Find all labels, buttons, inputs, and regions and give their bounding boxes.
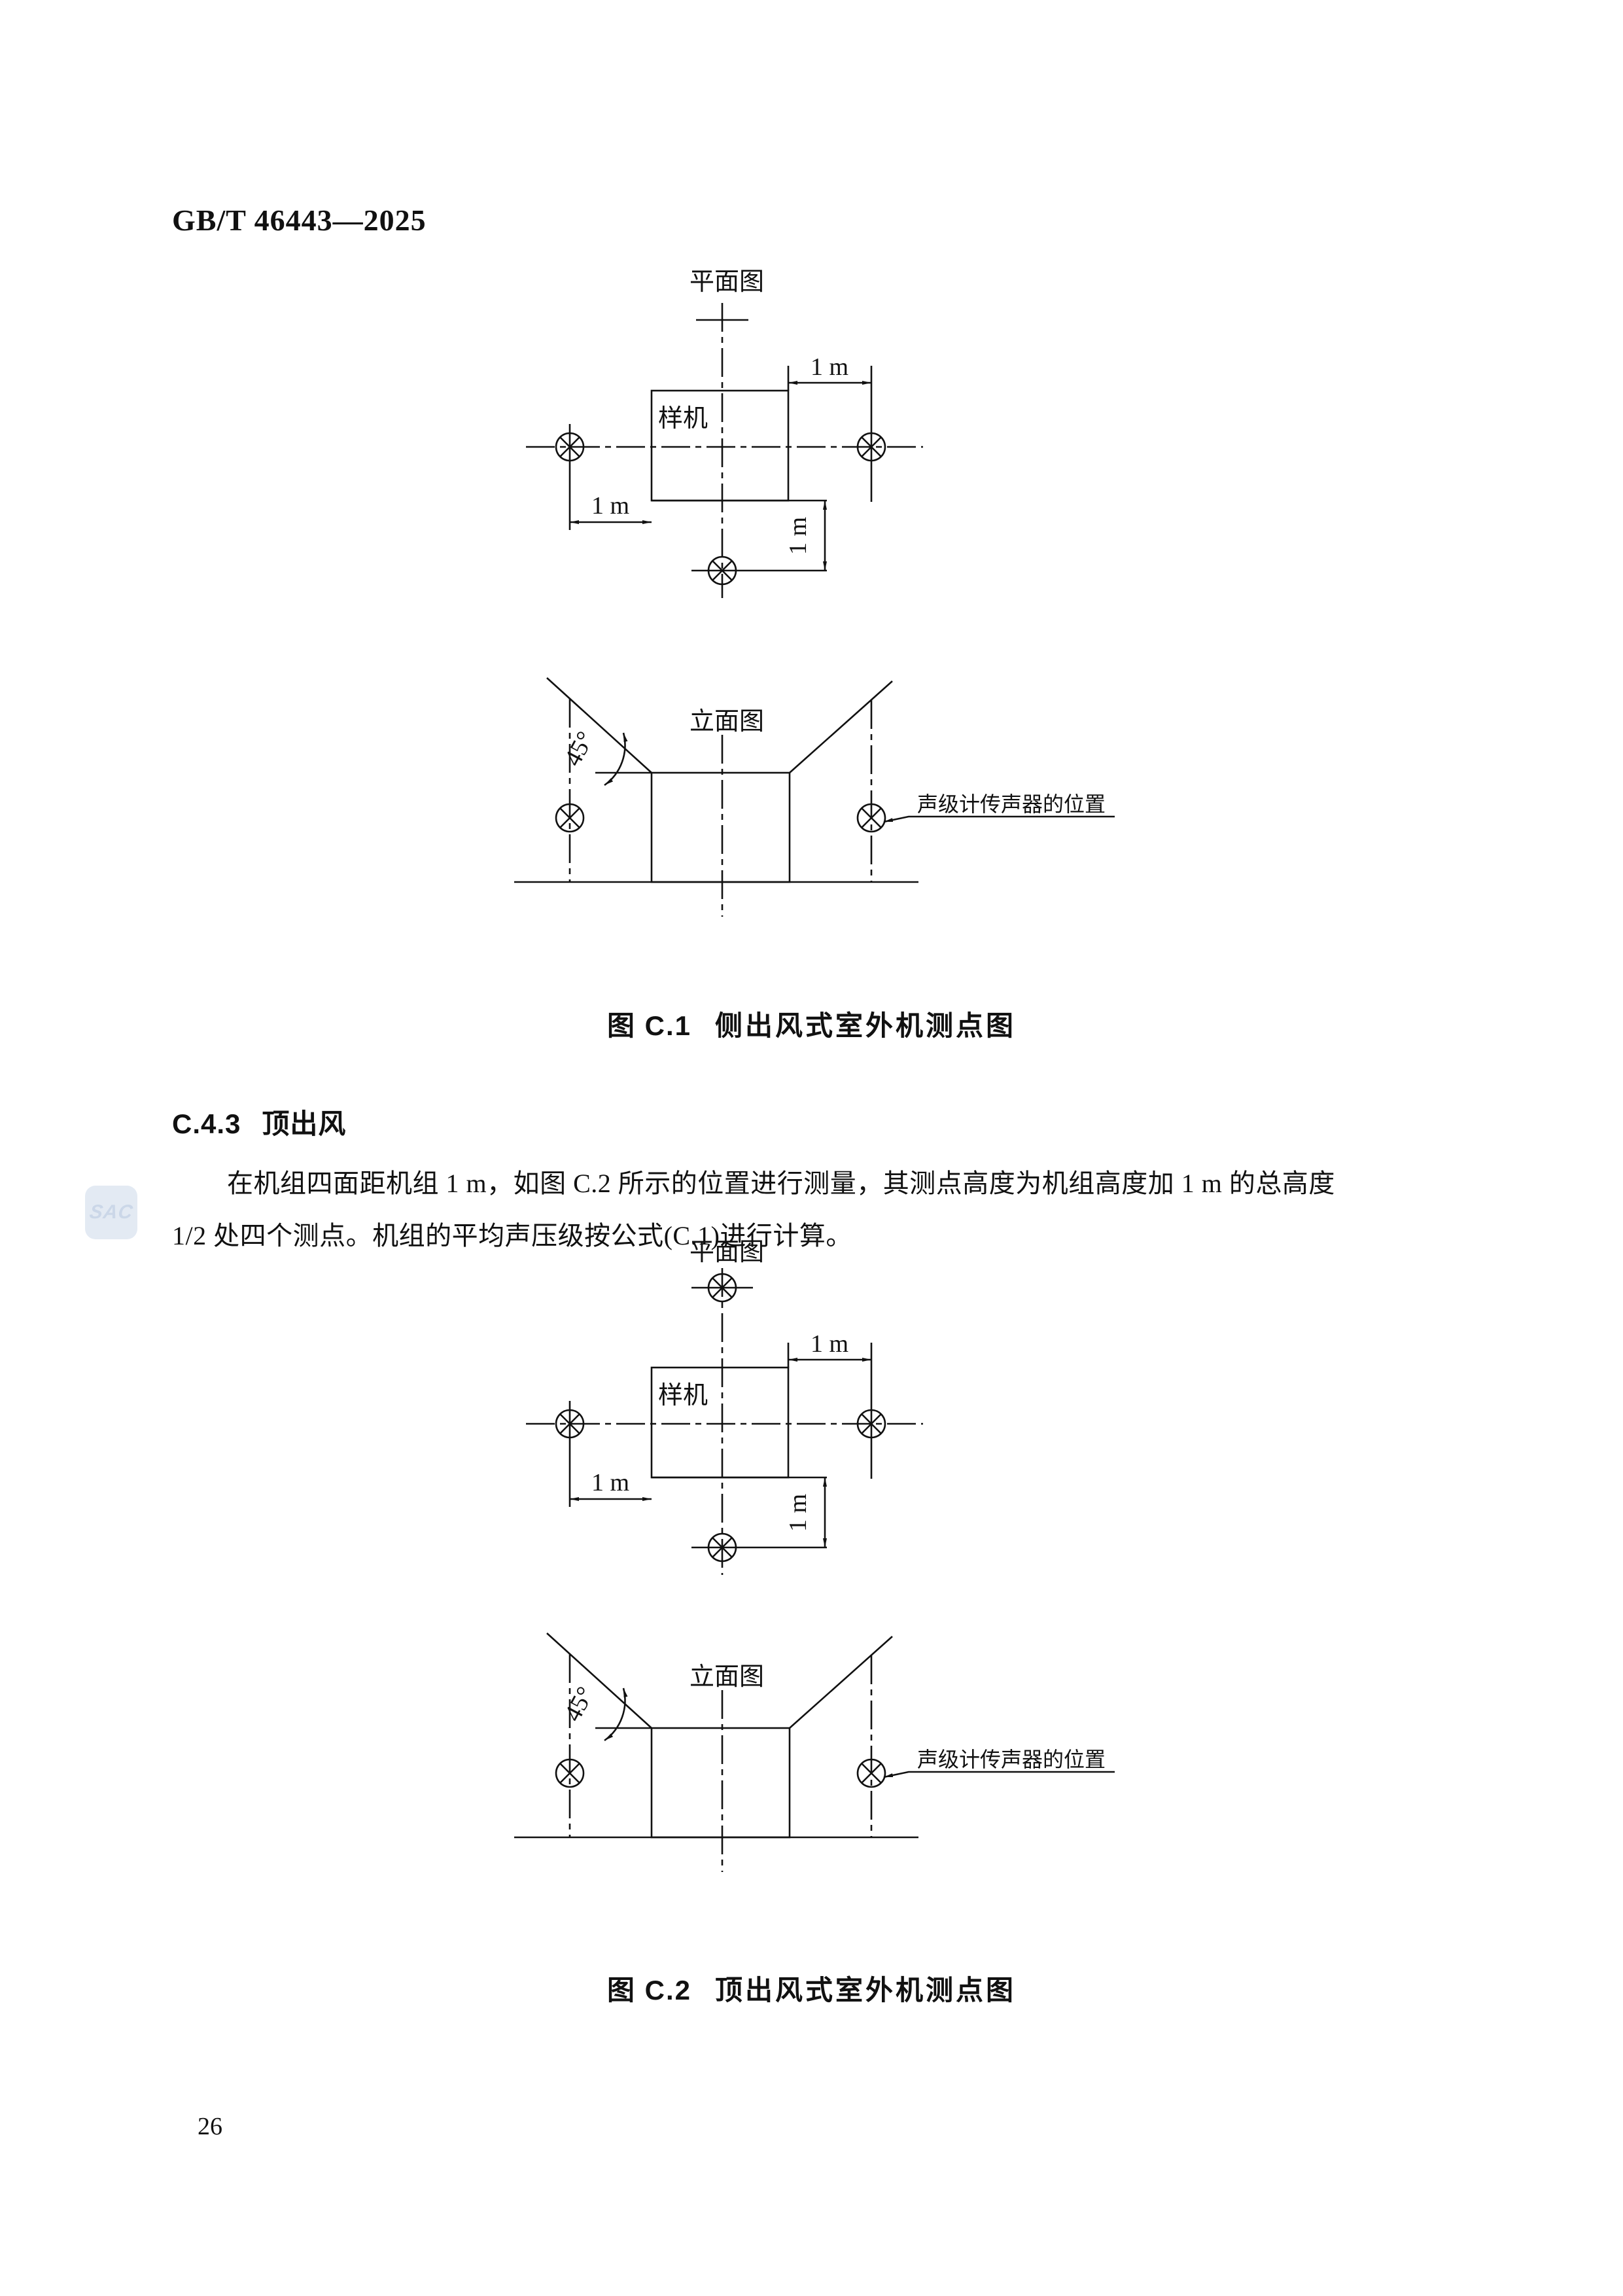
angle-label: 45° xyxy=(559,1682,599,1726)
section-heading: C.4.3 顶出风 xyxy=(172,1102,346,1142)
measurement-point-right xyxy=(856,1758,886,1788)
microphone-leader-line xyxy=(883,1771,1115,1778)
figure-c2-caption-text: 顶出风式室外机测点图 xyxy=(715,1975,1017,2005)
unit-outline xyxy=(650,771,791,883)
right-45deg-line xyxy=(789,1636,893,1729)
measurement-point-right xyxy=(856,366,886,502)
unit-label: 样机 xyxy=(658,1382,708,1409)
figure-c1-elevation-view: 立面图 45° 声级计传声器的位置 xyxy=(514,677,1115,917)
elevation-outline xyxy=(514,677,918,917)
measurement-point-left xyxy=(555,1758,585,1788)
sac-watermark-text: SAC xyxy=(88,1201,135,1223)
measurement-point-bottom xyxy=(691,1532,827,1563)
dimension-lines xyxy=(570,366,871,571)
dimension-label-right: 1 m xyxy=(811,353,848,381)
paragraph-line-2: 1/2 处四个测点。机组的平均声压级按公式(C.1)进行计算。 xyxy=(172,1221,852,1250)
dimension-label-left: 1 m xyxy=(591,1469,629,1496)
elevation-view-title: 立面图 xyxy=(689,1663,764,1691)
page-number: 26 xyxy=(198,2113,222,2140)
figure-c1-plan-view: 平面图 样机 1 m 1 m 1 m xyxy=(526,268,923,598)
measurement-point-top xyxy=(691,1273,753,1303)
measurement-point-right xyxy=(856,1343,886,1479)
plan-construction-lines xyxy=(526,1268,923,1575)
right-45deg-line xyxy=(789,680,893,773)
document-number: GB/T 46443—2025 xyxy=(172,203,427,237)
dimension-lines xyxy=(570,1343,871,1547)
dimension-label-bottom: 1 m xyxy=(784,1494,812,1532)
dimension-label-left: 1 m xyxy=(591,492,629,520)
sac-watermark-logo: SAC xyxy=(85,1186,137,1239)
figure-c1-caption-text: 侧出风式室外机测点图 xyxy=(715,1010,1017,1041)
section-number: C.4.3 xyxy=(172,1108,241,1139)
measurement-point-bottom xyxy=(691,556,827,586)
microphone-leader-line xyxy=(883,815,1115,823)
figure-c1-caption: 图 C.1 侧出风式室外机测点图 xyxy=(0,1004,1623,1044)
measurement-point-right xyxy=(856,803,886,833)
section-title: 顶出风 xyxy=(262,1108,347,1139)
angle-label: 45° xyxy=(559,727,599,771)
figure-c2-plan-view: 平面图 样机 1 m 1 m 1 m xyxy=(526,1239,923,1575)
dimension-label-bottom: 1 m xyxy=(784,517,812,555)
plan-construction-lines xyxy=(526,303,923,598)
unit-outline xyxy=(650,1727,791,1839)
microphone-position-label: 声级计传声器的位置 xyxy=(917,792,1106,816)
elevation-view-title: 立面图 xyxy=(689,708,764,735)
angle-dimension-arc xyxy=(604,732,628,786)
left-45deg-line xyxy=(546,1633,652,1729)
left-45deg-line xyxy=(546,677,652,773)
figure-c2-elevation-view: 立面图 45° 声级计传声器的位置 xyxy=(514,1633,1115,1872)
figure-c2-caption-label: 图 C.2 xyxy=(606,1975,691,2005)
plan-view-title: 平面图 xyxy=(689,1239,764,1266)
dimension-label-right: 1 m xyxy=(811,1330,848,1358)
paragraph-line-1: 在机组四面距机组 1 m，如图 C.2 所示的位置进行测量，其测点高度为机组高度… xyxy=(227,1169,1335,1198)
measurement-point-left xyxy=(555,803,585,833)
microphone-position-label: 声级计传声器的位置 xyxy=(917,1748,1106,1771)
plan-view-title: 平面图 xyxy=(689,268,764,296)
measurement-point-left xyxy=(555,424,585,530)
figure-c1-caption-label: 图 C.1 xyxy=(606,1010,691,1041)
figure-c2-caption: 图 C.2 顶出风式室外机测点图 xyxy=(0,1968,1623,2008)
measurement-point-left xyxy=(555,1401,585,1507)
unit-label: 样机 xyxy=(658,405,708,433)
angle-dimension-arc xyxy=(604,1687,628,1742)
